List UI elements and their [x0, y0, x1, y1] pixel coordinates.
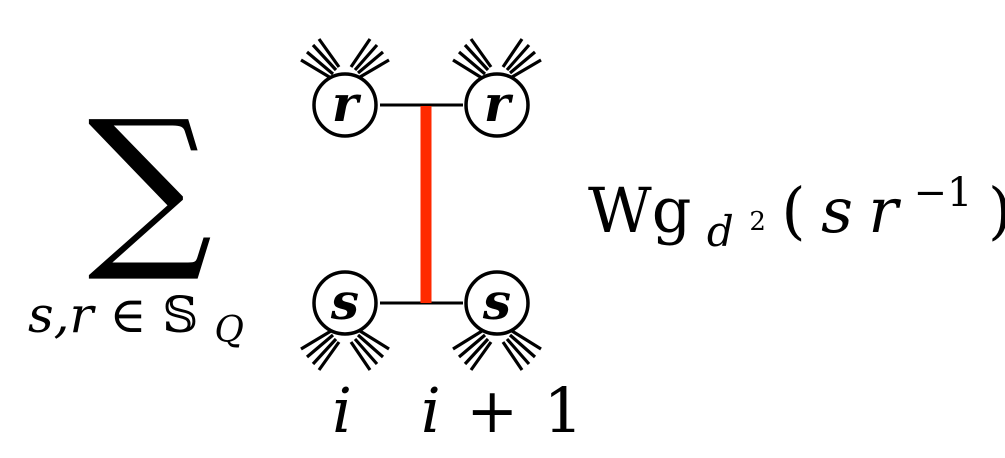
sum-subscript-set-index: Q [214, 310, 244, 351]
sum-subscript-vars: s,r [28, 286, 97, 344]
weingarten-expression: Wg d 2 ( s r −1 ) [588, 152, 1005, 260]
node-top-right-label: r [484, 74, 514, 133]
wg-arg-exp: −1 [914, 170, 973, 216]
wg-subscript-base: d [707, 207, 734, 256]
site-label-left: i [332, 374, 352, 447]
wg-name: Wg [588, 174, 691, 247]
top-left-legs [300, 38, 390, 80]
bottom-right-legs [452, 329, 542, 371]
site-label-right-var: i [421, 374, 441, 447]
node-top-left: r [312, 72, 378, 138]
site-label-right-num: 1 [544, 374, 583, 447]
wg-arg-r: r [868, 174, 901, 247]
node-bottom-left-label: s [330, 272, 359, 331]
node-bottom-right: s [464, 270, 530, 336]
top-right-legs [452, 38, 542, 80]
wg-subscript-exp: 2 [749, 207, 766, 237]
wg-close-paren: ) [988, 174, 1005, 247]
site-label-right: i + 1 [421, 374, 583, 447]
summation: ∑ s,r ∈ 𝕊 Q [28, 84, 244, 351]
sum-subscript-set: 𝕊 [162, 286, 198, 344]
node-bottom-left: s [312, 270, 378, 336]
wg-arg-s: s [821, 174, 853, 247]
bottom-left-legs [300, 329, 390, 371]
sum-subscript: s,r ∈ 𝕊 Q [28, 286, 244, 351]
node-top-left-label: r [332, 74, 362, 133]
node-bottom-right-label: s [482, 272, 511, 331]
site-label-right-op: + [466, 374, 518, 447]
wg-open-paren: ( [781, 174, 805, 247]
sum-subscript-in: ∈ [109, 286, 146, 344]
node-top-right: r [464, 72, 530, 138]
sum-symbol: ∑ [88, 84, 213, 287]
